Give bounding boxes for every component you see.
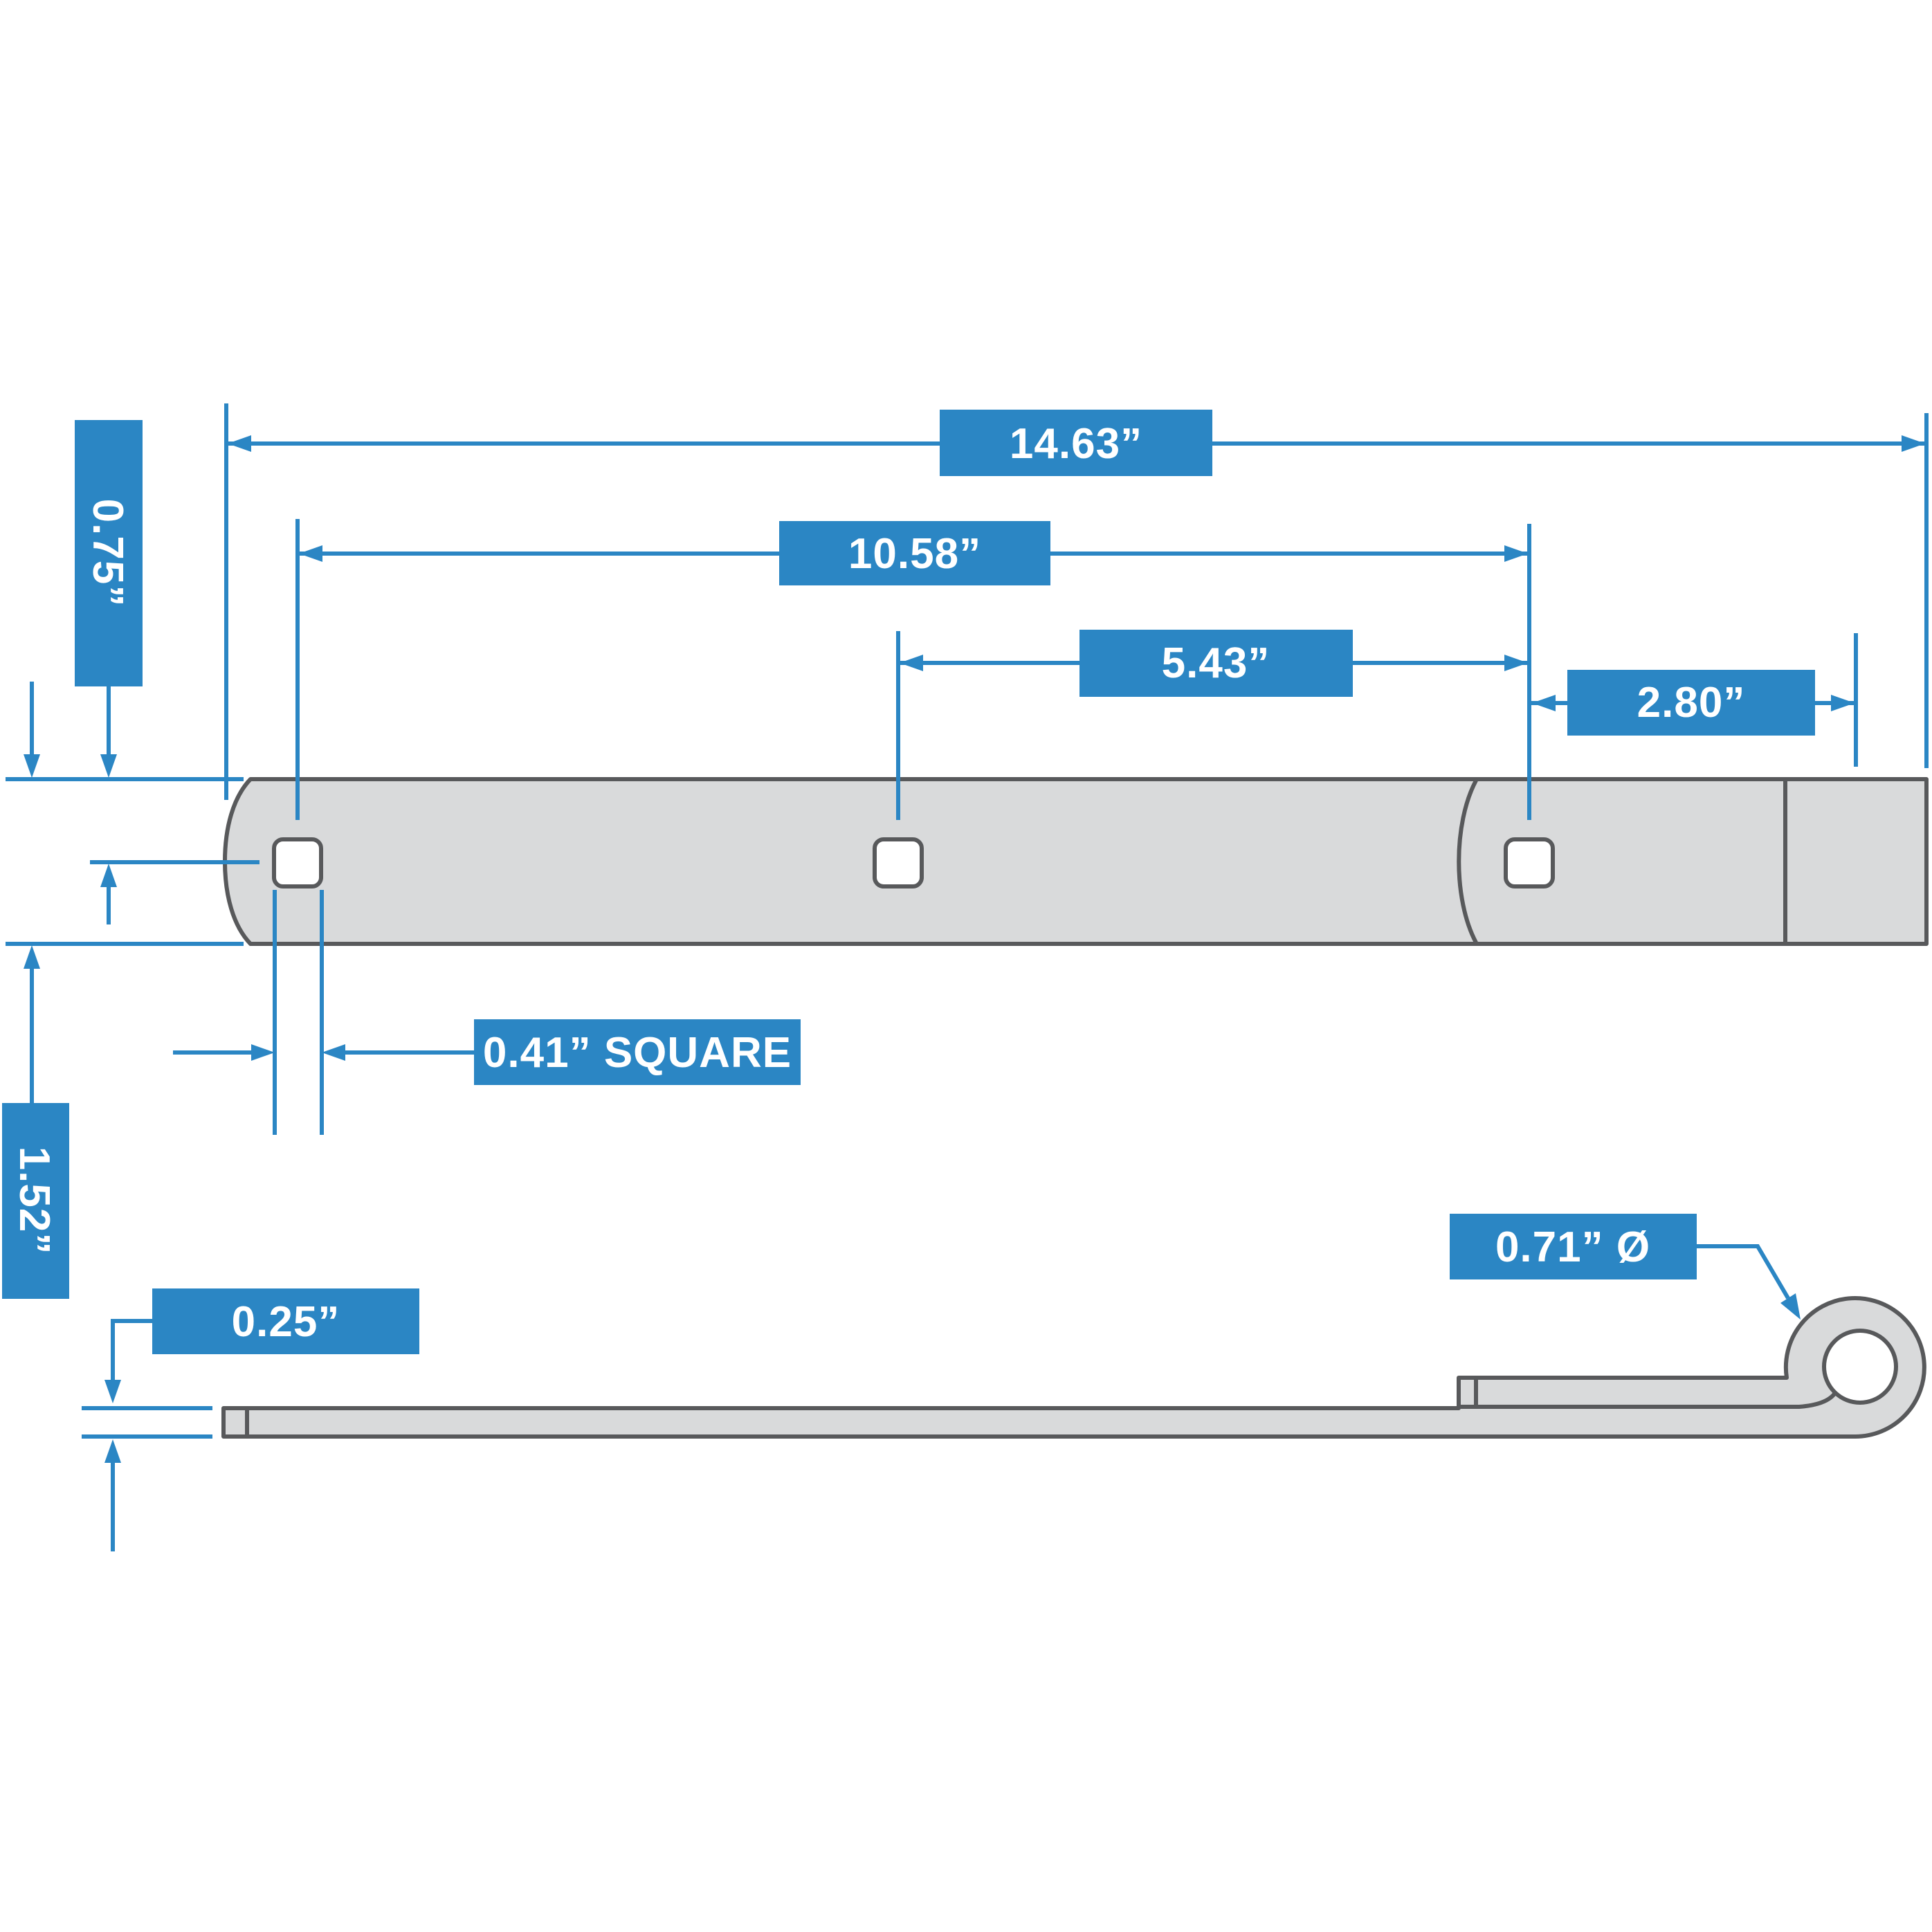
strap-side-view [221,1296,1926,1439]
square-hole-2 [873,837,924,888]
dim-hole-size-arrow-right-pointing [251,1044,275,1061]
dim-end-span-arrow-left [1532,695,1556,711]
dim-strap-width-arrow-down [24,754,40,778]
dim-edge-offset-arrow-down [100,754,117,778]
dim-end-span-value: 2.80” [1637,679,1746,727]
dim-mid-span-value: 5.43” [1162,639,1270,687]
dim-thickness-value: 0.25” [232,1298,340,1346]
square-hole-3 [1504,837,1555,888]
dim-mid-span-arrow-right [1504,655,1528,671]
dim-strap-width-value: 1.52” [10,1147,58,1255]
dim-edge-offset-label [75,420,143,686]
dim-mid-span-label [1079,630,1353,697]
dim-hole-span-label [779,521,1050,585]
dim-thickness-label [152,1288,419,1354]
square-hole-1 [272,837,323,888]
eye-hole [1822,1329,1898,1405]
strap-weld-curve [1457,778,1478,945]
dim-hole-span: 10.58” [295,519,1531,820]
dim-edge-offset-value: 0.75” [84,499,131,608]
dim-hole-span-arrow-right [1504,545,1528,562]
dim-end-span: 2.80” [1531,633,1858,767]
dim-thickness-arrow-down [104,1380,121,1403]
dim-overall-value: 14.63” [1010,420,1142,468]
dim-hole-size-value: 0.41” SQUARE [483,1029,792,1077]
dim-hole-size-label [474,1019,801,1085]
dim-edge-offset: 0.75” [75,420,259,924]
dim-end-span-label [1567,670,1815,736]
dim-mid-span-arrow-left [900,655,923,671]
dim-eye-diameter-value: 0.71” Ø [1495,1223,1650,1271]
dim-thickness-leader [111,1319,152,1380]
strap-top-view [223,777,1929,946]
dim-hole-span-arrow-left [299,545,322,562]
dim-overall-arrow-left [228,435,251,452]
dim-strap-width-arrow-up [24,945,40,969]
dim-overall-label [940,410,1212,476]
dim-eye-diameter-arrow [1780,1293,1801,1320]
dim-eye-diameter: 0.71” Ø [1450,1214,1801,1320]
dim-hole-size-arrow-left-pointing [322,1044,345,1061]
dim-thickness-arrow-up [104,1439,121,1463]
side-profile [221,1296,1926,1439]
dim-overall-length: 14.63” [224,403,1929,800]
dim-hole-size: 0.41” SQUARE [173,890,801,1135]
dim-eye-diameter-label [1450,1214,1697,1279]
dim-hole-span-value: 10.58” [848,530,981,578]
dim-edge-offset-arrow-up [100,864,117,887]
dim-strap-width-label [2,1103,69,1299]
dim-end-span-arrow-right [1831,695,1854,711]
dim-eye-diameter-leader [1697,1244,1790,1300]
dim-mid-span: 5.43” [896,630,1529,820]
dim-strap-width: 1.52” [2,682,244,1299]
dim-thickness: 0.25” [82,1288,419,1551]
strap-body [223,777,1929,946]
dim-overall-arrow-right [1902,435,1925,452]
fold-interface-line [1457,1391,1837,1409]
